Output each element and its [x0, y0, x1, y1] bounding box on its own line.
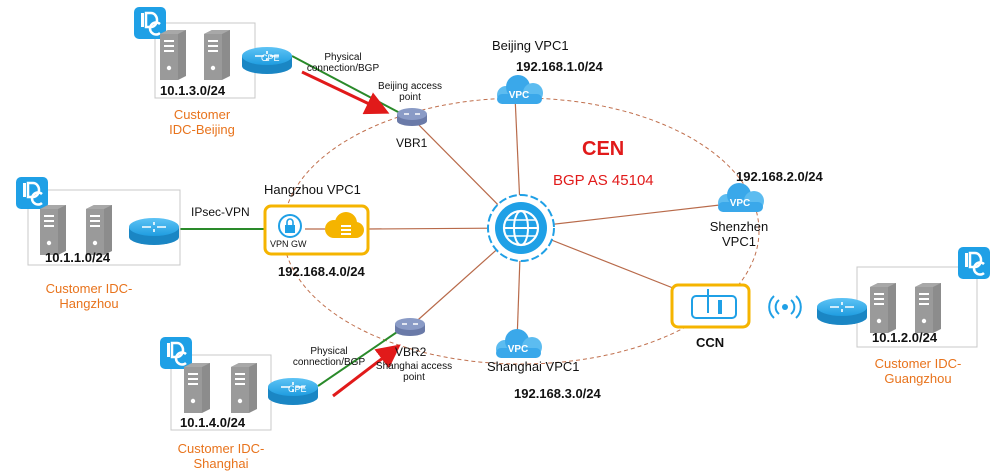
physical-conn-beijing: Physical connection/BGP — [306, 52, 380, 74]
vpn-gw-lock-icon — [278, 214, 302, 238]
ipsec-vpn-label: IPsec-VPN — [191, 205, 250, 219]
cpe-beijing-label: CPE — [261, 53, 280, 63]
server-icon — [86, 205, 112, 255]
router-cpe-shanghai-icon — [268, 378, 318, 405]
vpc-badge-text: VPC — [509, 90, 530, 101]
vpc-cloud-icon: VPC — [497, 75, 543, 104]
cen-asn: BGP AS 45104 — [553, 172, 654, 189]
vpc-shanghai-name: Shanghai VPC1 — [487, 359, 580, 374]
red-arrows — [301, 70, 401, 398]
vpc-hangzhou-cidr: 192.168.4.0/24 — [278, 264, 365, 279]
vbr2-access-point: Shanghai access point — [375, 361, 453, 383]
vpn-gw-label: VPN GW — [270, 239, 307, 249]
hangzhou-cloud-icon — [325, 212, 364, 238]
ccn-label: CCN — [696, 335, 725, 350]
idc-hangzhou-cidr: 10.1.1.0/24 — [45, 250, 111, 265]
server-icon — [204, 30, 230, 80]
vbr-router-icon — [395, 318, 425, 336]
vpc-shanghai-cidr: 192.168.3.0/24 — [514, 386, 601, 401]
router-idc-hangzhou-icon — [129, 218, 179, 245]
idc-guangzhou-name: Customer IDC-Guangzhou — [874, 356, 962, 386]
vbr1-access-point: Beijing access point — [378, 81, 442, 103]
server-icon — [40, 205, 66, 255]
cen-title: CEN — [582, 138, 625, 160]
idc-hangzhou-box — [27, 189, 181, 266]
idc-shanghai-cidr: 10.1.4.0/24 — [180, 415, 246, 430]
idc-icon — [16, 177, 48, 209]
vpc-beijing-cidr: 192.168.1.0/24 — [516, 59, 603, 74]
vbr2-name: VBR2 — [395, 345, 427, 359]
idc-hangzhou-name: Customer IDC-Hangzhou — [45, 281, 133, 311]
vbr1-name: VBR1 — [396, 136, 428, 150]
vpc-badge-text: VPC — [730, 198, 751, 209]
idc-guangzhou-cidr: 10.1.2.0/24 — [872, 330, 938, 345]
cpe-shanghai-label: CPE — [288, 384, 307, 394]
vbr-router-icon — [397, 108, 427, 126]
router-idc-guangzhou-icon — [817, 298, 867, 325]
ccn-icon — [670, 283, 751, 329]
idc-icon — [134, 7, 166, 39]
server-icon — [231, 363, 257, 413]
idc-beijing-name: Customer IDC-Beijing — [169, 107, 235, 137]
idc-beijing-cidr: 10.1.3.0/24 — [160, 83, 226, 98]
idc-shanghai-name: Customer IDC-Shanghai — [177, 441, 265, 471]
wireless-icon — [768, 295, 802, 319]
server-icon — [915, 283, 941, 333]
vpc-shenzhen-name: Shenzhen VPC1 — [709, 219, 769, 249]
cen-globe-icon — [487, 194, 555, 262]
vpc-badge-text: VPC — [508, 344, 529, 355]
vpc-cloud-icon: VPC — [718, 183, 764, 212]
idc-icon — [958, 247, 990, 279]
vpc-cloud-icon: VPC — [496, 329, 542, 358]
vpc-shenzhen-cidr: 192.168.2.0/24 — [736, 169, 823, 184]
router-cpe-beijing-icon — [242, 47, 292, 74]
idc-icon — [160, 337, 192, 369]
vpc-beijing-name: Beijing VPC1 — [492, 38, 569, 53]
server-icon — [160, 30, 186, 80]
physical-conn-shanghai: Physical connection/BGP — [292, 346, 366, 368]
server-icon — [184, 363, 210, 413]
vpc-hangzhou-name: Hangzhou VPC1 — [264, 182, 361, 197]
server-icon — [870, 283, 896, 333]
